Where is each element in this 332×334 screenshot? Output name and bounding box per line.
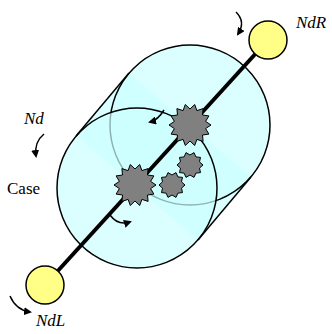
gear [169, 105, 211, 146]
rotation-arrow [236, 12, 242, 34]
shaft-label: Case [6, 180, 41, 199]
gear [177, 153, 203, 178]
left-wheel-shaft [26, 266, 64, 304]
case-edge [76, 73, 129, 136]
rotation-arrow [150, 110, 164, 122]
gear [159, 173, 185, 198]
shaft-label: NdR [296, 14, 326, 33]
rotation-arrow [36, 134, 44, 156]
right-wheel-shaft [249, 21, 287, 59]
shaft-label: NdL [36, 312, 65, 331]
gear [114, 165, 156, 206]
rotation-arrow [110, 215, 130, 223]
axle [45, 40, 268, 285]
shaft-label: Nd [24, 110, 44, 129]
rotation-arrow [10, 296, 30, 312]
case-edge [198, 177, 251, 240]
